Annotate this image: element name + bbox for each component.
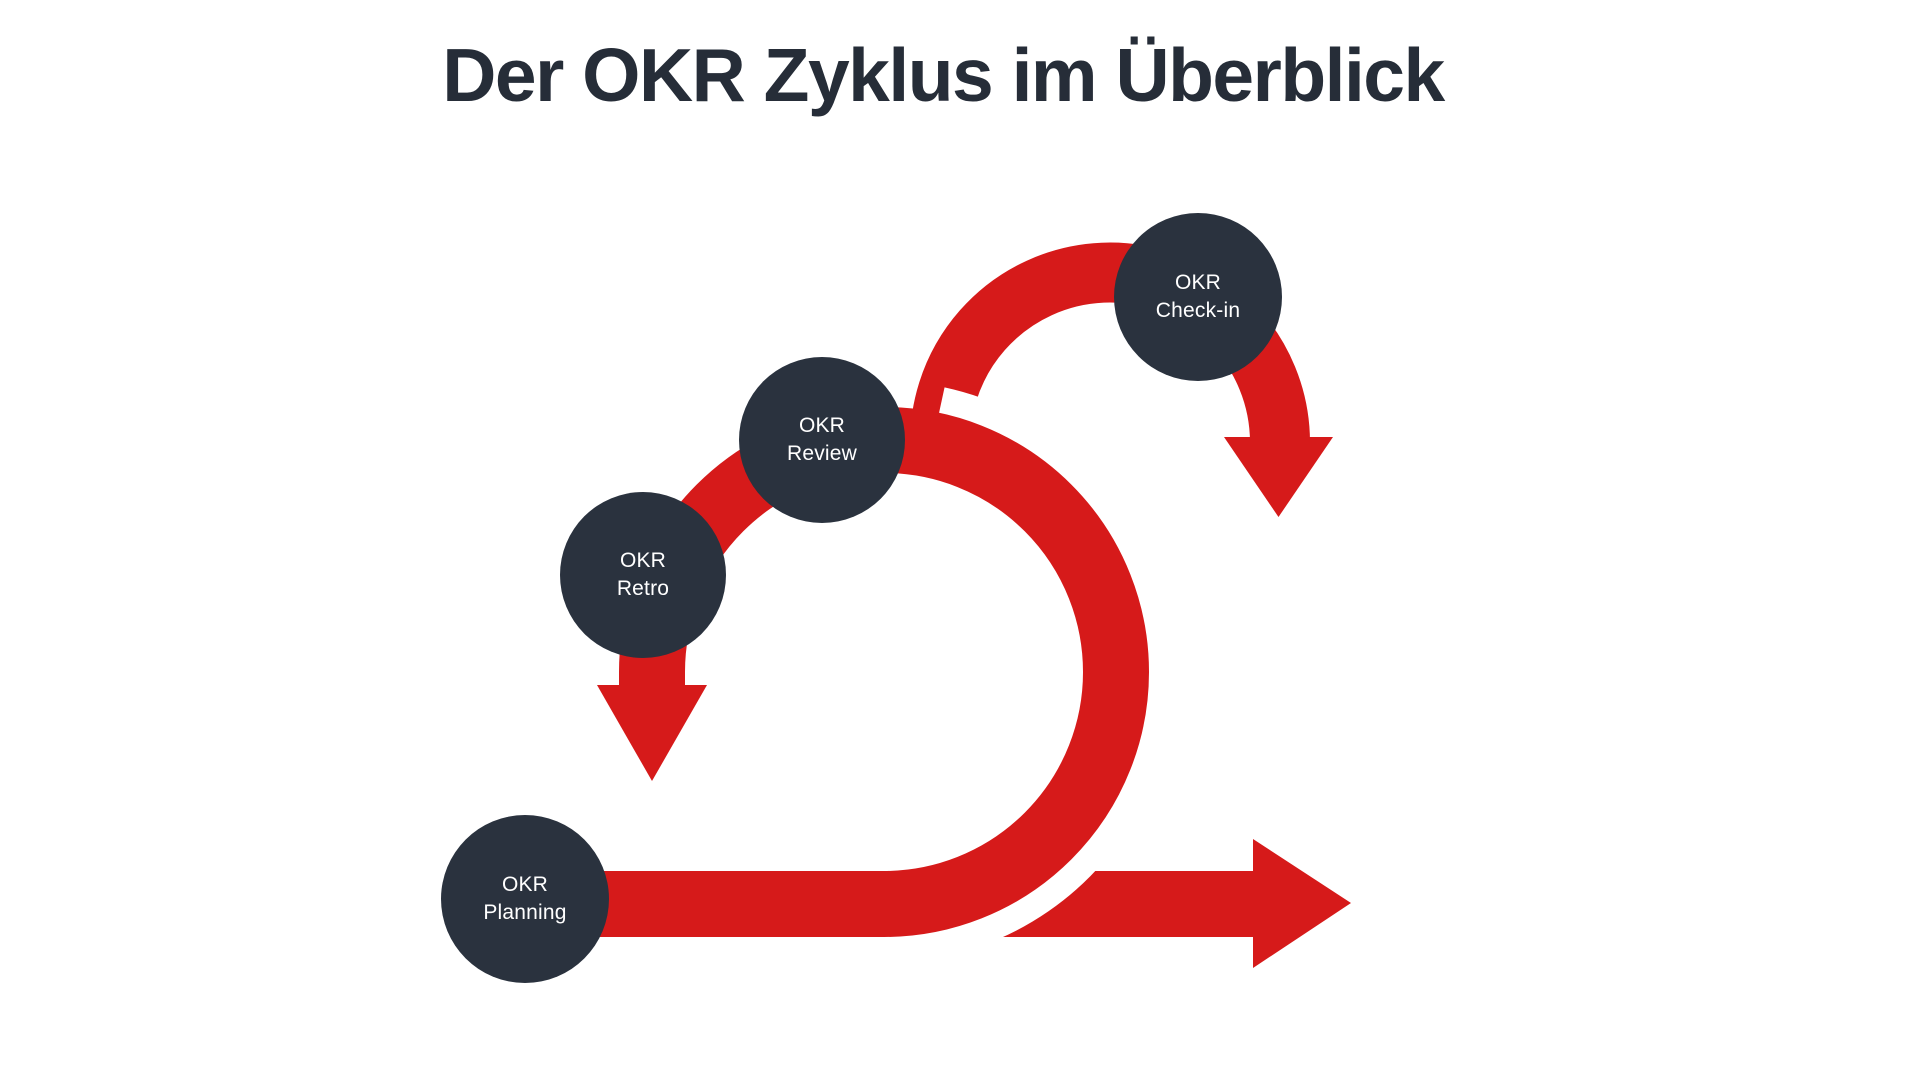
checkin-arrowhead-down-icon [1224,437,1333,517]
stage-circle-okr-retro: OKR Retro [560,492,726,658]
stage-label-line2: Review [786,442,858,465]
stage-circle-okr-review: OKR Review [739,357,905,523]
stage-label-line2: Planning [483,901,567,924]
checkin-branch-arc [910,242,1310,460]
stage-circle-okr-planning: OKR Planning [441,815,609,983]
stage-circle-okr-checkin: OKR Check-in [1114,213,1282,381]
stage-label-line2: Check-in [1155,299,1241,322]
page-title: Der OKR Zyklus im Überblick [442,33,1445,117]
stage-label-line1: OKR [798,414,846,437]
main-loop-arrow [525,407,1149,937]
stage-label-line1: OKR [501,873,549,896]
stage-label-line1: OKR [1174,271,1222,294]
loop-gap-divider [833,387,1175,963]
stage-label-line1: OKR [619,549,667,572]
stage-label-line2: Retro [616,577,670,600]
retro-arrowhead-down-icon [597,685,707,781]
